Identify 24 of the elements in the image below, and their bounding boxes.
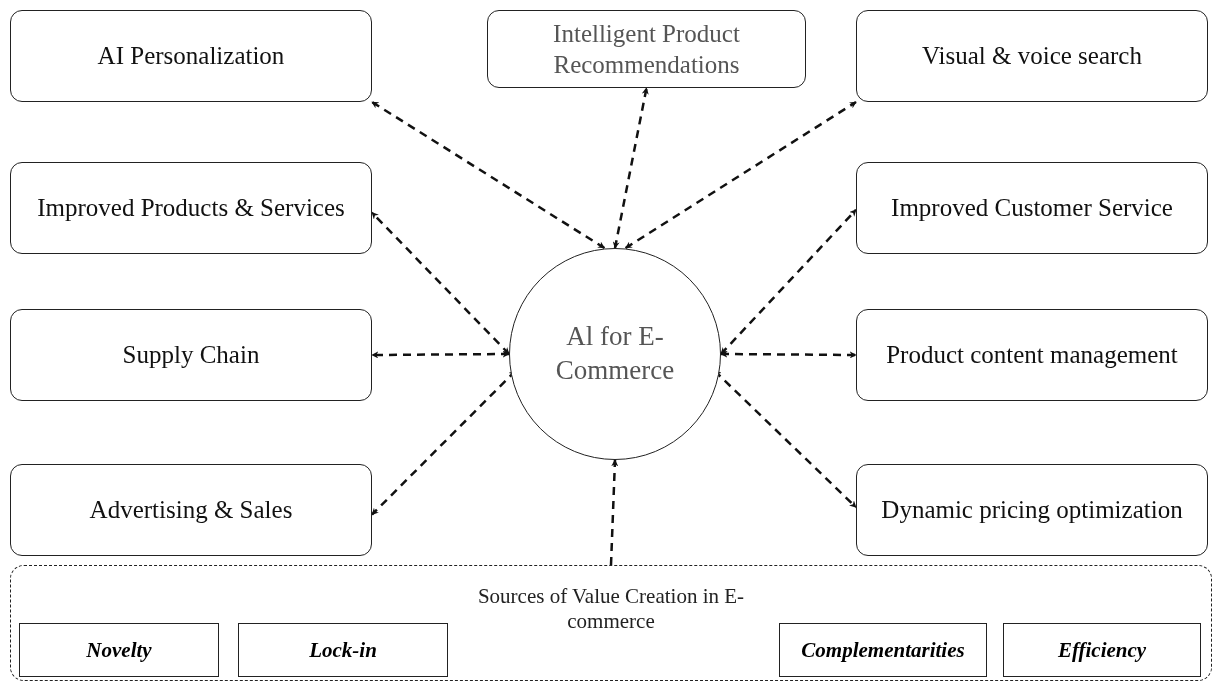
square-box: Novelty [19,623,219,677]
dashed-arrow [371,211,510,355]
rounded-box: Advertising & Sales [10,464,372,556]
dashed-arrow [609,459,619,566]
rounded-box: Intelligent Product Recommendations [487,10,806,88]
dashed-arrow [720,209,857,355]
rounded-box: Improved Customer Service [856,162,1208,254]
rounded-box: Product content management [856,309,1208,401]
dashed-arrow [612,87,649,249]
square-box: Complementarities [779,623,987,677]
center-circle: Al for E-Commerce [509,248,721,460]
square-box: Efficiency [1003,623,1201,677]
dashed-arrow [720,350,857,359]
dashed-arrow [371,350,510,359]
rounded-box: Improved Products & Services [10,162,372,254]
rounded-box: Dynamic pricing optimization [856,464,1208,556]
group-heading: Sources of Value Creation in E-commerce [476,584,746,635]
rounded-box: AI Personalization [10,10,372,102]
dashed-arrow [371,100,606,250]
square-box: Lock-in [238,623,448,677]
dashed-arrow [624,100,857,250]
dashed-group-box [10,565,1212,681]
rounded-box: Visual & voice search [856,10,1208,102]
rounded-box: Supply Chain [10,309,372,401]
